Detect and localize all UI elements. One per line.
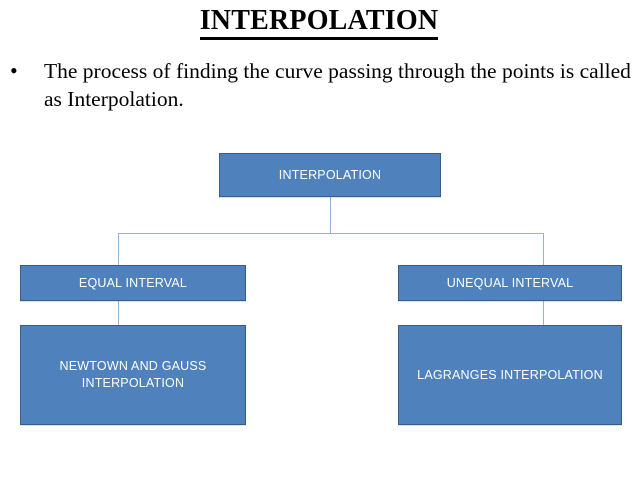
connector-right-child-vertical <box>543 301 544 325</box>
node-equal-interval[interactable]: EQUAL INTERVAL <box>20 265 246 301</box>
bullet-marker-icon: • <box>10 58 18 83</box>
page-title-text: INTERPOLATION <box>199 5 439 40</box>
node-lagranges-interpolation[interactable]: LAGRANGES INTERPOLATION <box>398 325 622 425</box>
connector-root-vertical <box>330 197 331 234</box>
node-lagranges-interpolation-label: LAGRANGES INTERPOLATION <box>417 367 603 382</box>
page-title: INTERPOLATION <box>0 5 638 40</box>
connector-horizontal-bar <box>118 233 544 234</box>
connector-left-branch-vertical <box>118 233 119 265</box>
connector-right-branch-vertical <box>543 233 544 265</box>
bullet-paragraph: • The process of finding the curve passi… <box>6 57 636 113</box>
node-equal-interval-label: EQUAL INTERVAL <box>78 275 188 290</box>
bullet-paragraph-text: The process of finding the curve passing… <box>44 59 631 111</box>
node-unequal-interval-label: UNEQUAL INTERVAL <box>446 275 574 290</box>
node-interpolation-root[interactable]: INTERPOLATION <box>219 153 441 197</box>
node-unequal-interval[interactable]: UNEQUAL INTERVAL <box>398 265 622 301</box>
node-interpolation-root-label: INTERPOLATION <box>278 167 382 182</box>
node-newtown-gauss-interpolation[interactable]: NEWTOWN AND GAUSS INTERPOLATION <box>20 325 246 425</box>
connector-left-child-vertical <box>118 301 119 325</box>
node-newtown-gauss-interpolation-label: NEWTOWN AND GAUSS INTERPOLATION <box>59 359 207 390</box>
